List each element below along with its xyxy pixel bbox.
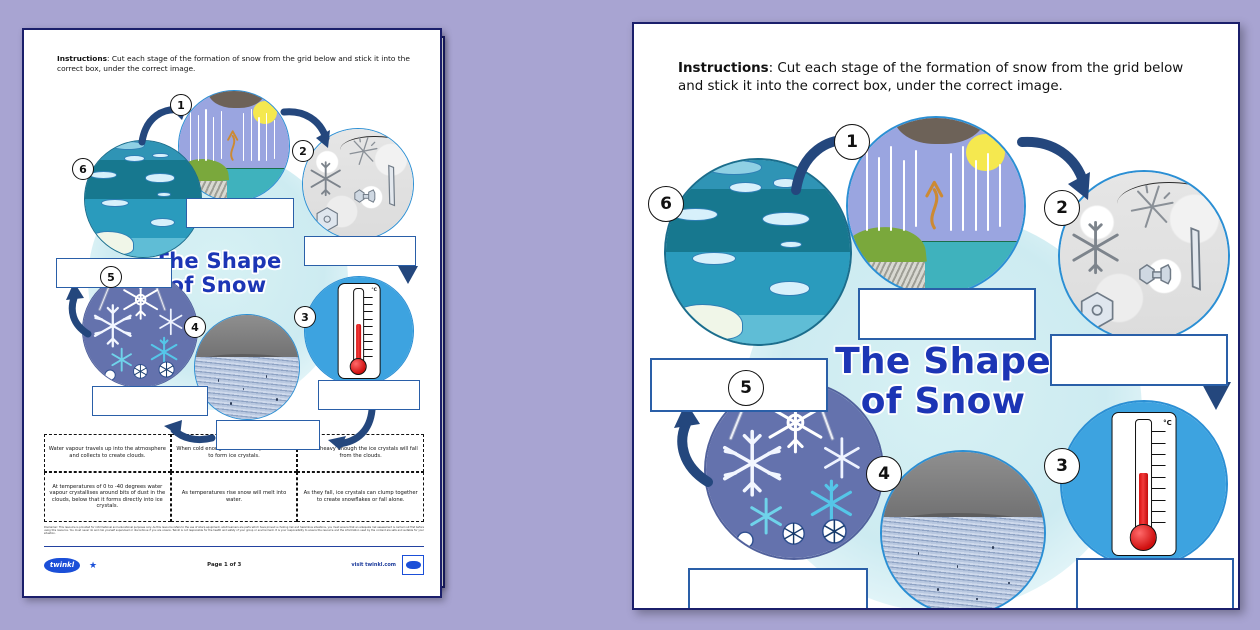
right-zoom-view: Instructions: Cut each stage of the form…	[620, 0, 1260, 630]
left-worksheet-stack: The Shape of Snow Instructions: Cut each…	[0, 0, 620, 630]
title-line-2: of Snow	[860, 381, 1026, 423]
instructions-label: Instructions	[57, 54, 108, 63]
stage-3-number-badge: 3	[1044, 448, 1080, 484]
stage-4[interactable]: 4	[866, 450, 1046, 608]
stage-2-answer-box[interactable]	[304, 236, 416, 266]
stage-1-number-badge: 1	[170, 94, 192, 116]
stage-6[interactable]: 6	[72, 140, 202, 258]
stage-1-answer-box[interactable]	[186, 198, 294, 228]
instructions-text: : Cut each stage of the formation of sno…	[57, 54, 410, 73]
snow-cycle-diagram: The Shape of Snow	[38, 80, 430, 472]
stage-4-image	[880, 450, 1046, 608]
footer-divider	[44, 546, 424, 547]
footer: twinkl ★ Page 1 of 3 visit twinkl.com	[44, 552, 424, 578]
visit-link[interactable]: visit twinkl.com	[351, 562, 396, 568]
stage-2[interactable]: 2	[1044, 170, 1230, 342]
stage-5-image	[82, 272, 198, 388]
stage-6-image	[664, 158, 852, 346]
thermometer: °C 100 80 60 40 20 0 -20 -40 -60	[337, 283, 381, 379]
stage-3-answer-box[interactable]	[318, 380, 420, 410]
stage-5-number-badge: 5	[728, 370, 764, 406]
stage-6[interactable]: 6	[648, 158, 852, 346]
stage-5-answer-box[interactable]	[688, 568, 868, 608]
cut-out-card[interactable]: At temperatures of 0 to -40 degrees wate…	[44, 471, 171, 522]
stage-1-answer-box[interactable]	[858, 288, 1036, 340]
stage-4-answer-box[interactable]	[216, 420, 320, 450]
star-icon: ★	[89, 559, 98, 570]
stage-2-number-badge: 2	[292, 140, 314, 162]
stage-1-image	[846, 116, 1026, 296]
snow-cycle-diagram: The Shape of Snow	[642, 102, 1234, 608]
stage-4-number-badge: 4	[184, 316, 206, 338]
stage-2-number-badge: 2	[1044, 190, 1080, 226]
stage-2-image	[1058, 170, 1230, 342]
stage-6-number-badge: 6	[72, 158, 94, 180]
page-number: Page 1 of 3	[207, 562, 242, 568]
stage-1-number-badge: 1	[834, 124, 870, 160]
stage-3[interactable]: °C 100 80 60 40 20 0 -20 -40 -60	[294, 276, 414, 386]
arrow-3-to-4	[324, 406, 376, 450]
twinkl-logo[interactable]: twinkl	[44, 557, 80, 573]
instructions: Instructions: Cut each stage of the form…	[678, 60, 1188, 95]
cut-out-card[interactable]: As temperatures rise snow will melt into…	[170, 471, 298, 522]
stage-1[interactable]: 1	[834, 116, 1026, 296]
arrow-5-to-6	[62, 280, 96, 338]
instructions-label: Instructions	[678, 61, 769, 76]
stage-4[interactable]: 4	[184, 314, 300, 420]
stage-3[interactable]: °C 100 80 60 40 20 0 -20 -40 -60	[1044, 400, 1228, 568]
cut-out-card[interactable]: As they fall, ice crystals can clump tog…	[297, 471, 424, 522]
stage-4-image	[194, 314, 300, 420]
arrow-5-to-6	[668, 398, 720, 488]
stage-5-answer-box[interactable]	[92, 386, 208, 416]
stage-3-image: °C 100 80 60 40 20 0 -20 -40 -60	[1060, 400, 1228, 568]
thermometer: °C 100 80 60 40 20 0 -20 -40 -60	[1111, 411, 1177, 557]
stage-6-image	[84, 140, 202, 258]
title-line-1: The Shape	[835, 341, 1051, 382]
stage-2[interactable]: 2	[292, 128, 414, 240]
worksheet-title: The Shape of Snow	[812, 341, 1074, 423]
disclaimer: Disclaimer: This resource is provided fo…	[44, 526, 424, 536]
worksheet-zoom-page[interactable]: Instructions: Cut each stage of the form…	[632, 22, 1240, 610]
arrow-4-to-5	[162, 414, 216, 450]
stage-3-answer-box[interactable]	[1076, 558, 1234, 608]
instructions-text: : Cut each stage of the formation of sno…	[678, 61, 1184, 94]
stage-2-image	[302, 128, 414, 240]
instructions: Instructions: Cut each stage of the form…	[57, 54, 412, 74]
stage-6-number-badge: 6	[648, 186, 684, 222]
stage-5[interactable]: 5	[82, 266, 198, 388]
arrow-1-to-2	[1016, 132, 1094, 202]
twinkl-badge-icon	[402, 555, 424, 575]
stage-3-image: °C 100 80 60 40 20 0 -20 -40 -60	[304, 276, 414, 386]
stage-3-number-badge: 3	[294, 306, 316, 328]
stage-4-number-badge: 4	[866, 456, 902, 492]
stage-5-number-badge: 5	[100, 266, 122, 288]
worksheet-page-1[interactable]: Instructions: Cut each stage of the form…	[22, 28, 442, 598]
cut-out-card[interactable]: Water vapour travels up into the atmosph…	[44, 434, 171, 472]
stage-2-answer-box[interactable]	[1050, 334, 1228, 386]
arrow-1-to-2	[280, 104, 332, 150]
